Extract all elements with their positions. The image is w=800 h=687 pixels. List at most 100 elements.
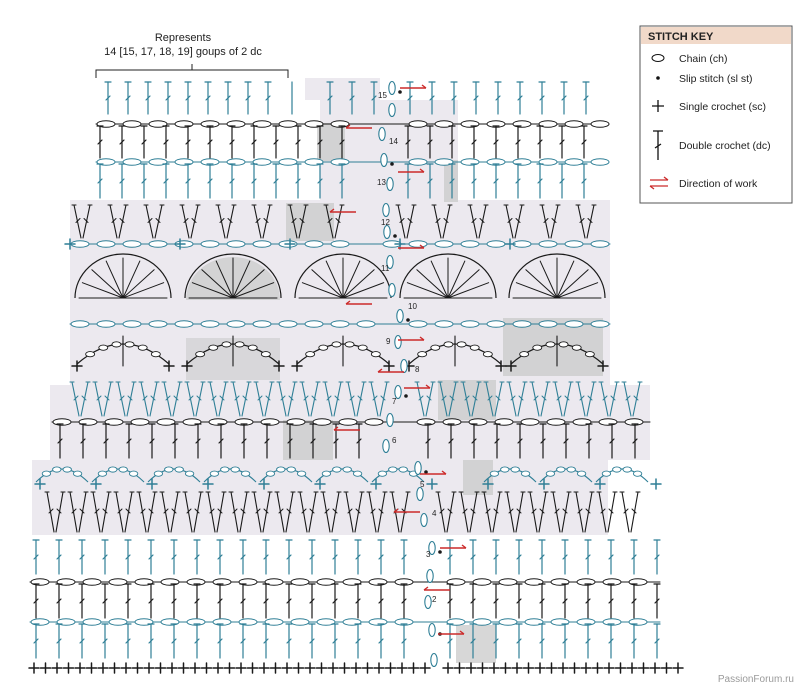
dc-bar [427, 139, 433, 145]
dc-bar [537, 139, 543, 145]
dc-bar [286, 638, 292, 644]
dc-bar [317, 178, 323, 184]
dc-bar [517, 438, 523, 444]
chain-arch [259, 468, 313, 483]
chain-stitch [546, 418, 566, 426]
row-number-2: 2 [432, 595, 437, 604]
chain-stitch [321, 470, 332, 477]
chain-stitch [564, 240, 584, 248]
center-chain-stitch [414, 460, 422, 476]
dc-bar [194, 638, 200, 644]
dc-bar [217, 598, 223, 604]
key-label-slip-stitch: Slip stitch (sl st) [679, 73, 753, 85]
chain-stitch [532, 344, 543, 351]
chain-stitch [408, 158, 428, 166]
row-7-v-stitches [69, 381, 643, 417]
row-1-dc [32, 623, 661, 659]
chain-stitch [260, 351, 271, 358]
dc-bar [317, 139, 323, 145]
row-5-sc [34, 478, 662, 490]
row-6-dc [56, 423, 639, 459]
chain-stitch [356, 320, 376, 328]
chain-stitch [52, 466, 62, 473]
chain-stitch [564, 320, 584, 328]
dc-bar [207, 178, 213, 184]
chain-stitch [370, 351, 381, 358]
dc-bar [309, 554, 315, 560]
chain-stitch [520, 470, 531, 477]
chain-stitch [364, 418, 384, 426]
chain-stitch [240, 470, 251, 477]
chain-stitch [590, 158, 610, 166]
fan-arc [399, 253, 497, 299]
slip-stitch-dot [404, 394, 408, 398]
dc-bar [401, 638, 407, 644]
chain-stitch [150, 351, 161, 358]
dc-bar [631, 638, 637, 644]
v-dc-bar [623, 508, 629, 514]
direction-arrow [398, 168, 425, 173]
v-dc-bar [332, 508, 338, 514]
dc-bar [539, 638, 545, 644]
gray-highlight-cell [444, 160, 458, 202]
direction-arrow [393, 508, 420, 513]
chain-stitch [122, 120, 142, 128]
dc-bar [339, 139, 345, 145]
key-label-direction: Direction of work [679, 178, 758, 190]
v-dc-bar [418, 395, 424, 401]
v-dc-bar [79, 508, 85, 514]
center-chain-stitch [382, 202, 390, 218]
v-dc-bar [426, 395, 432, 401]
fan-dc [301, 282, 344, 299]
fan-dc [191, 282, 234, 299]
direction-arrow [423, 586, 450, 591]
dc-bar [378, 598, 384, 604]
direction-arrow [345, 300, 372, 305]
chain-icon [651, 54, 665, 62]
repeat-note: Represents 14 [15, 17, 18, 19] goups of … [95, 32, 289, 78]
dc-bar [125, 554, 131, 560]
double-crochet-icon [653, 130, 663, 160]
chain-stitch [312, 418, 332, 426]
chain-stitch [434, 240, 454, 248]
chain-stitch [148, 158, 168, 166]
chain-stitch [556, 466, 566, 473]
fan-dc [201, 269, 234, 299]
chain-stitch [602, 618, 622, 626]
dc-bar [251, 139, 257, 145]
dc-bar [163, 178, 169, 184]
row-number-7: 7 [392, 397, 397, 406]
dc-bar [608, 638, 614, 644]
dc-bar [171, 638, 177, 644]
dc-bar [516, 638, 522, 644]
stitch-key-box [639, 25, 793, 204]
dc-bar [407, 95, 413, 101]
stitch-key: STITCH KEY Chain (ch) Slip stitch (sl st… [639, 25, 793, 204]
chain-stitch [290, 618, 310, 626]
chain-stitch [398, 466, 408, 473]
dc-bar [171, 598, 177, 604]
chain-stitch [252, 120, 272, 128]
chain-stitch [524, 578, 544, 586]
chain-stitch [296, 470, 307, 477]
v-dc-bar [265, 395, 271, 401]
dc-bar [495, 95, 501, 101]
v-dc-bar [211, 395, 217, 401]
dc-bar [583, 95, 589, 101]
chain-stitch [82, 578, 102, 586]
chain-stitch [388, 466, 398, 473]
dc-bar [448, 438, 454, 444]
dc-bar [559, 178, 565, 184]
chain-stitch [174, 320, 194, 328]
v-dc-bar [232, 508, 238, 514]
v-dc-bar [255, 218, 261, 223]
v-dc-bar [104, 395, 110, 401]
dc-bar [240, 554, 246, 560]
v-dc-bar [372, 395, 378, 401]
direction-arrow [400, 84, 427, 89]
dc-bar [80, 438, 86, 444]
v-dc-bar [83, 218, 89, 223]
center-chain-stitch [400, 358, 408, 374]
chain-stitch [200, 320, 220, 328]
